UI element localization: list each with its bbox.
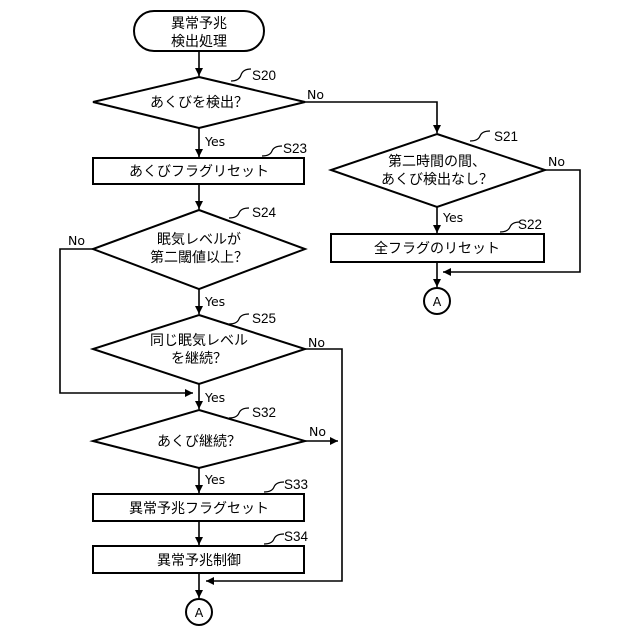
- s32-yes-label: Yes: [204, 472, 225, 487]
- start-label-line2: 検出処理: [171, 34, 227, 50]
- s24-yes-label: Yes: [204, 294, 225, 309]
- decision-s21: [331, 134, 545, 207]
- s25-no-label: No: [308, 335, 325, 350]
- step-id-s20: S20: [252, 68, 276, 83]
- decision-s32-label: あくび継続？: [157, 433, 241, 450]
- decision-s24-label-line1: 眠気レベルが: [157, 232, 241, 248]
- decision-s21-label-line1: 第二時間の間、: [388, 153, 486, 170]
- decision-s21-label-line2: あくび検出なし？: [381, 172, 493, 188]
- step-id-s33: S33: [284, 477, 308, 492]
- process-s23-label: あくびフラグリセット: [129, 164, 269, 180]
- s32-no-label: No: [309, 424, 326, 439]
- start-label-line1: 異常予兆: [171, 16, 227, 32]
- s20-yes-label: Yes: [204, 134, 225, 149]
- step-id-s34: S34: [284, 529, 309, 544]
- decision-s24-label-line2: 第二閾値以上？: [150, 249, 248, 266]
- decision-s25-label-line1: 同じ眠気レベル: [150, 333, 248, 349]
- decision-s25-label-line2: を継続？: [171, 350, 227, 367]
- step-id-s24: S24: [252, 205, 277, 220]
- connector-a-bottom-label: A: [195, 605, 204, 620]
- step-id-s25: S25: [252, 311, 276, 326]
- decision-s20-label: あくびを検出？: [150, 95, 248, 111]
- process-s34-label: 異常予兆制御: [157, 553, 241, 569]
- step-id-s22: S22: [518, 217, 542, 232]
- process-s33-label: 異常予兆フラグセット: [129, 501, 269, 517]
- s21-yes-label: Yes: [442, 210, 463, 225]
- s21-no-label: No: [548, 154, 565, 169]
- process-s22-label: 全フラグのリセット: [374, 240, 500, 257]
- s20-no-label: No: [307, 87, 324, 102]
- step-id-s21: S21: [494, 129, 518, 144]
- connector-a-right-label: A: [433, 294, 442, 309]
- step-id-s32: S32: [252, 405, 276, 420]
- step-id-s23: S23: [283, 141, 307, 156]
- s24-no-label: No: [68, 233, 85, 248]
- s25-yes-label: Yes: [204, 390, 225, 405]
